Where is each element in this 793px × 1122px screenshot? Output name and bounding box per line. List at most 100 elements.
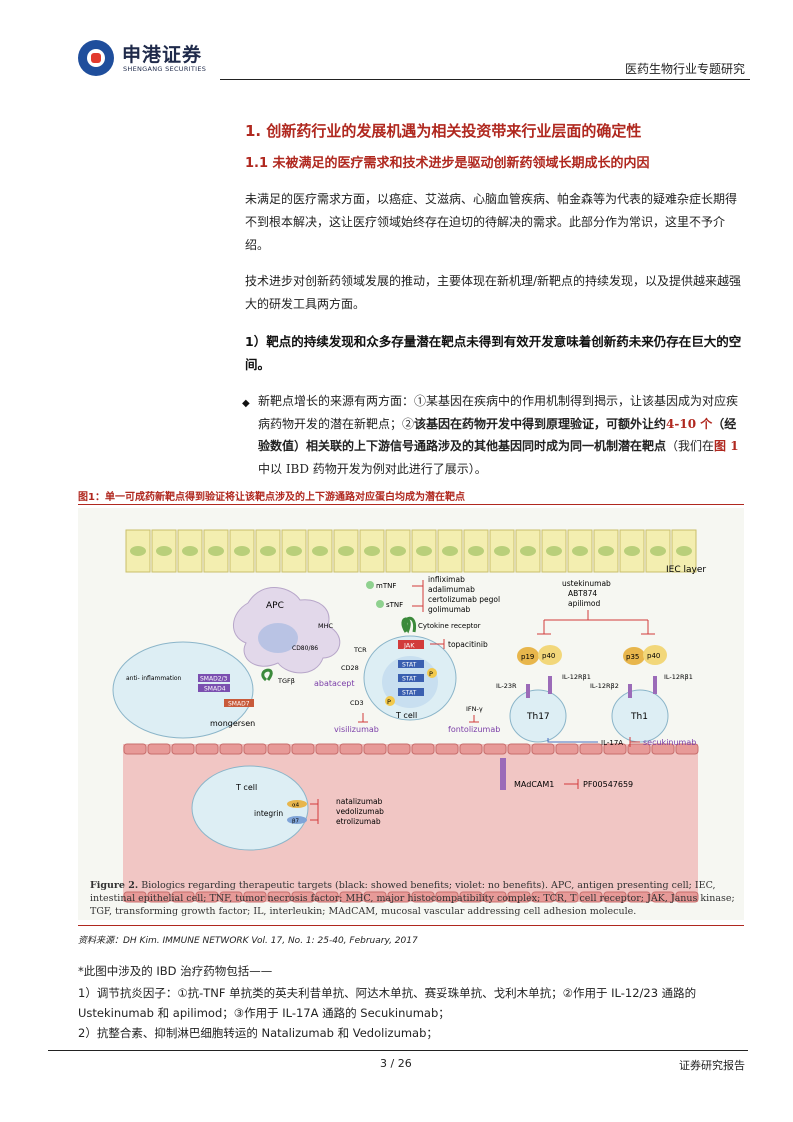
alpha4-label: α4 xyxy=(292,803,300,809)
endothelial-cell xyxy=(123,891,147,903)
epithelial-nucleus xyxy=(286,546,302,556)
epithelial-nucleus xyxy=(416,546,432,556)
il17a-arrow xyxy=(547,738,598,743)
bullet-text-a: 新靶点增长的来源有两方面：①某基因在疾病中的作用机制得到揭示，让该基因成为对应疾… xyxy=(258,394,739,431)
madcam-label: MAdCAM1 xyxy=(514,780,554,789)
iec-layer xyxy=(125,529,697,573)
endothelial-cell xyxy=(627,891,651,903)
p40-label-1: p40 xyxy=(542,652,555,660)
phospho-icon-1 xyxy=(427,668,437,678)
il12rb2-label: IL-12Rβ2 xyxy=(590,682,619,690)
p35-label: p35 xyxy=(626,653,639,661)
endothelial-cell xyxy=(315,891,339,903)
figure-title: 图1：单一可成药新靶点得到验证将让该靶点涉及的上下游通路对应蛋白均成为潜在靶点 xyxy=(78,492,465,503)
smad4-label: SMAD4 xyxy=(204,686,226,693)
endothelial-cell xyxy=(459,743,483,755)
logo-english-name: SHENGANG SECURITIES xyxy=(123,65,207,73)
endothelial-cell xyxy=(627,743,651,755)
abatacept-label: abatacept xyxy=(314,679,354,688)
stat-label-1: STAT xyxy=(402,662,417,669)
il23r-label: IL-23R xyxy=(496,682,517,690)
paragraph-tech-progress: 技术进步对创新药领域发展的推动，主要体现在新机理/新靶点的持续发现，以及提供越来… xyxy=(245,274,742,311)
endothelial-cell xyxy=(267,891,291,903)
endothelial-cell xyxy=(435,891,459,903)
t-cell-label: T cell xyxy=(395,711,417,720)
epithelial-nucleus xyxy=(156,546,172,556)
footer-divider xyxy=(48,1050,748,1051)
endothelial-cell xyxy=(675,743,699,755)
epithelial-nucleus xyxy=(338,546,354,556)
pf-label: PF00547659 xyxy=(583,780,633,789)
mhc-label: MHC xyxy=(318,622,333,630)
ust-drug-2: ABT874 xyxy=(568,589,597,598)
subsection-heading: 1.1 未被满足的医疗需求和技术进步是驱动创新药领域长期成长的内因 xyxy=(245,156,650,171)
endothelial-cell xyxy=(411,891,435,903)
p40-label-2: p40 xyxy=(647,652,660,660)
smad23-label: SMAD2/3 xyxy=(200,676,228,683)
logo-chinese-name: 申港证券 xyxy=(122,44,203,66)
endothelial-cell xyxy=(123,743,147,755)
endothelial-cell xyxy=(387,743,411,755)
epithelial-nucleus xyxy=(312,546,328,556)
endothelial-cell xyxy=(243,891,267,903)
endothelial-cell xyxy=(387,891,411,903)
p40-subunit-2 xyxy=(643,645,667,665)
th17-label: Th17 xyxy=(526,712,550,722)
endothelial-cell xyxy=(195,743,219,755)
phospho-label-2: P xyxy=(387,698,391,706)
endothelial-cell xyxy=(291,743,315,755)
epithelial-nucleus xyxy=(676,546,692,556)
endothelial-cell xyxy=(579,743,603,755)
notes-line-1b: Ustekinumab 和 apilimod；③作用于 IL-17A 通路的 S… xyxy=(78,1006,450,1020)
pathway-diagram: IEC layer APC MHC CD80/86 TCR CD28 abata… xyxy=(112,529,706,903)
epithelial-nucleus xyxy=(130,546,146,556)
integrin-drug-2: vedolizumab xyxy=(336,807,384,816)
endothelial-cell xyxy=(339,743,363,755)
tnf-drug-2: adalimumab xyxy=(428,585,475,594)
endothelial-cell xyxy=(243,743,267,755)
section-heading: 1. 创新药行业的发展机遇为相关投资带来行业层面的确定性 xyxy=(245,122,642,140)
smad7-box xyxy=(224,699,254,707)
p19-label: p19 xyxy=(521,653,534,661)
stnf-label: sTNF xyxy=(386,601,403,609)
footer-label: 证券研究报告 xyxy=(679,1059,745,1072)
endothelial-cell xyxy=(603,743,627,755)
endothelial-cell xyxy=(531,743,555,755)
beta7-label: β7 xyxy=(292,819,300,825)
endothelial-cell xyxy=(171,891,195,903)
epithelial-nucleus xyxy=(546,546,562,556)
endothelial-cell xyxy=(507,743,531,755)
mongersen-label: mongersen xyxy=(210,719,255,728)
endothelial-cell xyxy=(579,891,603,903)
integrin-drug-3: etrolizumab xyxy=(336,817,381,826)
bullet-text-g: 中以 IBD 药物开发为例对此进行了展示）。 xyxy=(258,461,487,476)
p40-subunit-1 xyxy=(538,645,562,665)
epithelial-cell xyxy=(112,641,254,739)
epithelial-nucleus xyxy=(624,546,640,556)
endothelial-cell xyxy=(171,743,195,755)
phospho-label-1: P xyxy=(429,670,433,678)
t-cell-2-label: T cell xyxy=(235,783,257,792)
tnf-drug-3: certolizumab pegol xyxy=(428,595,500,604)
endothelial-cell xyxy=(531,891,555,903)
stat-box-3 xyxy=(398,688,424,696)
tnf-inhibition-mark xyxy=(412,580,424,612)
endothelial-cell xyxy=(459,891,483,903)
figure-caption: Figure 2. Biologics regarding therapeuti… xyxy=(90,879,735,918)
epithelial-nucleus xyxy=(468,546,484,556)
cd3-inhibition-mark xyxy=(358,713,368,723)
figure-caption-text: Biologics regarding therapeutic targets … xyxy=(90,880,735,917)
ifn-inhibition-mark xyxy=(469,715,479,723)
endothelial-cell xyxy=(411,743,435,755)
endothelial-cell xyxy=(651,743,675,755)
il17a-label: IL-17A xyxy=(601,739,623,747)
point-heading-targets: 1）靶点的持续发现和众多存量潜在靶点未得到有效开发意味着创新药未来仍存在巨大的空… xyxy=(245,334,742,372)
integrin-drug-1: natalizumab xyxy=(336,797,383,806)
figure-top-divider xyxy=(78,504,744,505)
p19-subunit xyxy=(517,647,539,665)
cytokine-receptor-icon xyxy=(401,616,417,634)
endothelial-cell xyxy=(291,891,315,903)
endothelial-cell xyxy=(267,743,291,755)
madcam-inhibition-mark xyxy=(564,779,579,789)
tgf-label: TGFβ xyxy=(277,677,295,685)
